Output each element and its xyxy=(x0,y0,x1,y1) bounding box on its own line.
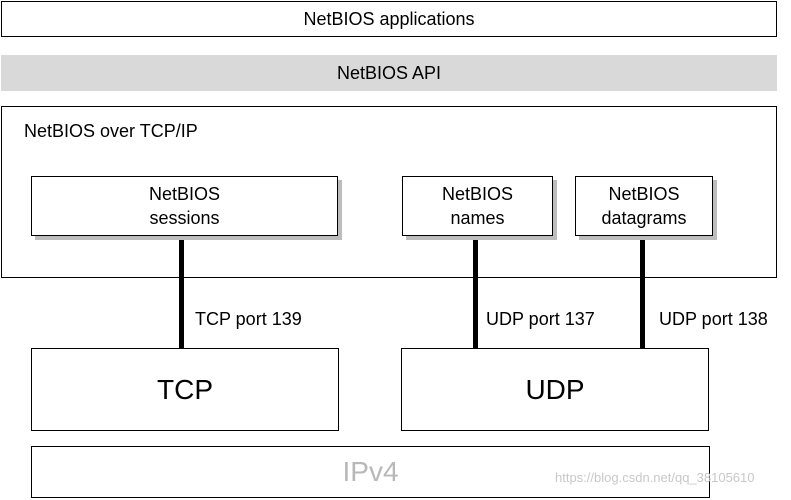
netbios-over-tcpip-label: NetBIOS over TCP/IP xyxy=(24,121,198,141)
netbios-datagrams-box: NetBIOS datagrams xyxy=(575,176,713,236)
tcp-box: TCP xyxy=(31,348,339,431)
netbios-api-label: NetBIOS API xyxy=(336,62,442,83)
udp-port-137-label: UDP port 137 xyxy=(486,309,595,329)
netbios-sessions-box: NetBIOS sessions xyxy=(31,176,338,236)
netbios-names-box: NetBIOS names xyxy=(402,176,553,236)
udp-port-138-label: UDP port 138 xyxy=(659,309,768,329)
datagrams-line-2: datagrams xyxy=(601,208,687,228)
sessions-line-2: sessions xyxy=(149,208,220,228)
udp-box: UDP xyxy=(401,348,709,431)
datagrams-line-1: NetBIOS xyxy=(608,184,680,204)
udp-137-connector xyxy=(473,240,478,348)
ipv4-box: IPv4 xyxy=(31,446,710,498)
netbios-applications-label: NetBIOS applications xyxy=(303,8,475,29)
tcp-label: TCP xyxy=(157,373,213,405)
udp-label: UDP xyxy=(525,373,585,405)
watermark-text: https://blog.csdn.net/qq_38105610 xyxy=(555,470,755,485)
sessions-line-1: NetBIOS xyxy=(148,184,221,204)
tcp-port-139-label: TCP port 139 xyxy=(195,309,302,329)
udp-138-connector xyxy=(640,240,645,348)
netbios-api-layer: NetBIOS API xyxy=(1,55,777,91)
netbios-applications-layer: NetBIOS applications xyxy=(1,1,777,37)
names-line-2: names xyxy=(450,208,505,228)
names-line-1: NetBIOS xyxy=(441,184,514,204)
tcp-139-connector xyxy=(179,240,184,348)
ipv4-label: IPv4 xyxy=(342,456,399,487)
